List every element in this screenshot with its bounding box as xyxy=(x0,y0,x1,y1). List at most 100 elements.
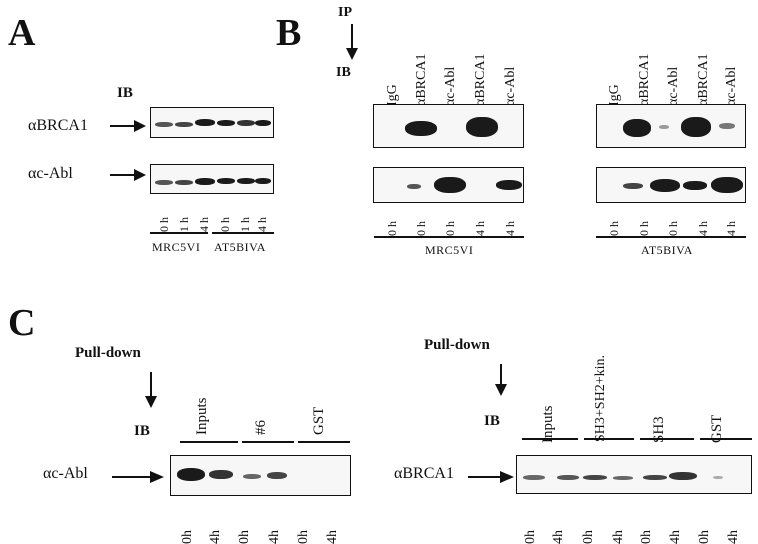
panel-c-right-time: 4h xyxy=(611,530,626,544)
panel-c-right-ib: IB xyxy=(484,413,500,429)
band xyxy=(623,183,643,189)
band xyxy=(583,475,607,480)
panel-b-lane-label: αc-Abl xyxy=(666,66,681,106)
panel-c-right-row-label: αBRCA1 xyxy=(394,465,454,482)
panel-c-left-time: 0h xyxy=(296,530,311,544)
panel-c-left-blot xyxy=(170,455,351,496)
panel-b-lane-label: αc-Abl xyxy=(724,66,739,106)
panel-c-left-row-label: αc-Abl xyxy=(43,465,88,482)
panel-c-right-time: 4h xyxy=(668,530,683,544)
panel-b-blot-cabl-mrc5vi xyxy=(373,167,524,203)
panel-c-letter: C xyxy=(8,302,36,344)
panel-c-left-group-label: #6 xyxy=(253,420,269,435)
panel-b-time-label: 4 h xyxy=(473,221,487,236)
panel-a-underline xyxy=(212,232,274,234)
panel-c-left-time: 4h xyxy=(208,530,223,544)
panel-c-right-pulldown: Pull-down xyxy=(424,337,490,353)
panel-c-right-underline xyxy=(640,438,694,440)
panel-c-right-time: 0h xyxy=(581,530,596,544)
band xyxy=(217,120,235,126)
band xyxy=(466,117,498,137)
panel-b-lane-label: αBRCA1 xyxy=(473,53,488,106)
band xyxy=(711,177,743,193)
band xyxy=(496,180,522,190)
right-arrow-icon xyxy=(112,471,164,483)
band xyxy=(195,178,215,185)
panel-b-lane-label: αc-Abl xyxy=(443,66,458,106)
right-arrow-icon xyxy=(110,120,146,132)
band xyxy=(267,472,287,479)
panel-c-left-underline xyxy=(298,441,350,443)
panel-a-time-label: 0 h xyxy=(218,217,232,232)
panel-c-left-time: 4h xyxy=(325,530,340,544)
band xyxy=(175,122,193,127)
band xyxy=(683,181,707,190)
panel-a-group-label: MRC5VI xyxy=(152,240,201,254)
panel-a-underline xyxy=(150,232,208,234)
panel-c-right-time: 0h xyxy=(523,530,538,544)
band xyxy=(643,475,667,480)
panel-b-underline xyxy=(374,236,524,238)
down-arrow-icon xyxy=(495,364,507,396)
panel-c-right-time: 0h xyxy=(697,530,712,544)
panel-b-underline xyxy=(596,236,746,238)
panel-b-lane-label: IgG xyxy=(607,84,622,106)
panel-c-left-underline xyxy=(242,441,294,443)
panel-c-left-ib: IB xyxy=(134,423,150,439)
panel-b-lane-label: IgG xyxy=(385,84,400,106)
panel-c-right-underline xyxy=(584,438,634,440)
band xyxy=(243,474,261,479)
panel-b-lane-label: αc-Abl xyxy=(503,66,518,106)
panel-c-left-time: 0h xyxy=(237,530,252,544)
panel-a-ib-label: IB xyxy=(117,85,133,101)
panel-c-right-underline xyxy=(700,438,752,440)
panel-b-lane-label: αBRCA1 xyxy=(696,53,711,106)
panel-c-left-time: 4h xyxy=(267,530,282,544)
band xyxy=(155,122,173,127)
panel-a-row-cabl: αc-Abl xyxy=(28,165,73,182)
band xyxy=(613,476,633,480)
band xyxy=(719,123,735,129)
band xyxy=(255,178,271,184)
band xyxy=(681,117,711,137)
panel-a-letter: A xyxy=(8,12,36,54)
band xyxy=(623,119,651,137)
panel-b-time-label: 4 h xyxy=(696,221,710,236)
panel-a-group-label: AT5BIVA xyxy=(214,240,266,254)
band xyxy=(217,178,235,184)
right-arrow-icon xyxy=(468,471,514,483)
panel-c-left-underline xyxy=(180,441,238,443)
panel-b-blot-brca1-mrc5vi xyxy=(373,104,524,148)
panel-c-left-group-label: GST xyxy=(311,406,327,435)
panel-c-right-group-label: SH3+SH2+kin. xyxy=(593,355,608,442)
panel-a-blot-brca1 xyxy=(150,107,274,138)
panel-a-time-label: 1 h xyxy=(238,217,252,232)
band xyxy=(659,125,669,129)
band xyxy=(237,120,255,126)
band xyxy=(209,470,233,479)
panel-c-right-blot xyxy=(516,455,752,494)
band xyxy=(407,184,421,189)
panel-b-blot-brca1-at5biva xyxy=(596,104,746,148)
band xyxy=(155,180,173,185)
panel-a-time-label: 0 h xyxy=(157,217,171,232)
band xyxy=(434,177,466,193)
panel-c-right-time: 4h xyxy=(551,530,566,544)
panel-a-blot-cabl xyxy=(150,164,274,194)
band xyxy=(255,120,271,126)
band xyxy=(523,475,545,480)
panel-b-time-label: 4 h xyxy=(724,221,738,236)
band xyxy=(650,179,680,192)
down-arrow-icon xyxy=(145,372,157,408)
panel-b-time-label: 0 h xyxy=(414,221,428,236)
band xyxy=(177,468,205,481)
panel-b-time-label: 0 h xyxy=(607,221,621,236)
panel-b-time-label: 0 h xyxy=(637,221,651,236)
right-arrow-icon xyxy=(110,169,146,181)
panel-b-time-label: 4 h xyxy=(503,221,517,236)
panel-b-ip-label: IP xyxy=(338,5,352,20)
panel-b-lane-label: αBRCA1 xyxy=(414,53,429,106)
panel-b-time-label: 0 h xyxy=(385,221,399,236)
panel-c-left-time: 0h xyxy=(180,530,195,544)
band xyxy=(669,472,697,480)
